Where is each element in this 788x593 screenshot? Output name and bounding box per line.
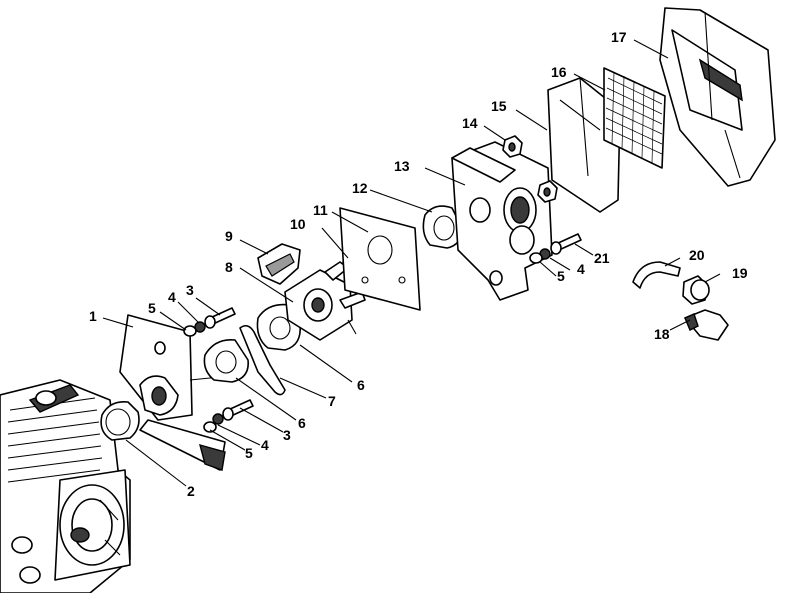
filter-cover-part <box>659 7 776 187</box>
nut-upper <box>502 135 523 158</box>
callout-21: 21 <box>594 250 610 266</box>
callout-11: 11 <box>313 202 328 218</box>
lever-part <box>239 324 286 396</box>
callout-1: 1 <box>89 308 97 324</box>
lock-washer-upper <box>183 325 197 337</box>
bolt-upper <box>204 307 236 329</box>
callout-2: 2 <box>187 483 195 499</box>
callout-19: 19 <box>732 265 748 281</box>
washer-upper <box>194 321 206 333</box>
fuel-hose-part <box>632 261 681 289</box>
lock-washer-right <box>529 252 543 264</box>
callout-13: 13 <box>394 158 410 174</box>
leader-lines <box>102 39 721 487</box>
callout-3: 3 <box>186 282 194 298</box>
callout-16: 16 <box>551 64 567 80</box>
primer-bulb-part <box>682 275 710 305</box>
callout-3: 3 <box>283 427 291 443</box>
callout-9: 9 <box>225 228 233 244</box>
callout-4: 4 <box>261 437 269 453</box>
intake-boot-part <box>100 400 140 441</box>
callout-14: 14 <box>462 115 478 131</box>
callout-8: 8 <box>225 259 233 275</box>
carburetor-part <box>284 261 366 341</box>
callout-17: 17 <box>611 29 627 45</box>
callout-6: 6 <box>298 415 306 431</box>
callout-5: 5 <box>245 445 253 461</box>
callout-20: 20 <box>689 247 705 263</box>
callout-7: 7 <box>328 393 336 409</box>
callout-10: 10 <box>290 216 306 232</box>
air-filter-part <box>547 77 621 213</box>
callout-18: 18 <box>654 326 670 342</box>
callout-5: 5 <box>557 268 565 284</box>
mesh-screen-part <box>603 67 666 169</box>
fitting-part <box>684 309 729 341</box>
callout-15: 15 <box>491 98 507 114</box>
engine-cylinder <box>0 379 131 593</box>
carb-housing-part <box>451 141 553 301</box>
lock-washer-lower <box>203 421 217 433</box>
callout-labels: 1 2 3 3 4 4 4 5 5 5 6 6 7 8 9 10 11 12 1… <box>89 29 748 499</box>
gasket-left <box>203 338 249 383</box>
callout-12: 12 <box>352 180 368 196</box>
bolt-right <box>550 233 582 255</box>
nut-lower <box>537 180 558 203</box>
choke-cover-part <box>257 243 301 285</box>
callout-6: 6 <box>357 377 365 393</box>
washer-lower <box>212 413 224 425</box>
bracket-part <box>119 314 231 471</box>
callout-4: 4 <box>168 289 176 305</box>
callout-5: 5 <box>148 300 156 316</box>
large-gasket-part <box>339 207 421 311</box>
bolt-lower <box>222 399 254 421</box>
callout-4: 4 <box>577 261 585 277</box>
